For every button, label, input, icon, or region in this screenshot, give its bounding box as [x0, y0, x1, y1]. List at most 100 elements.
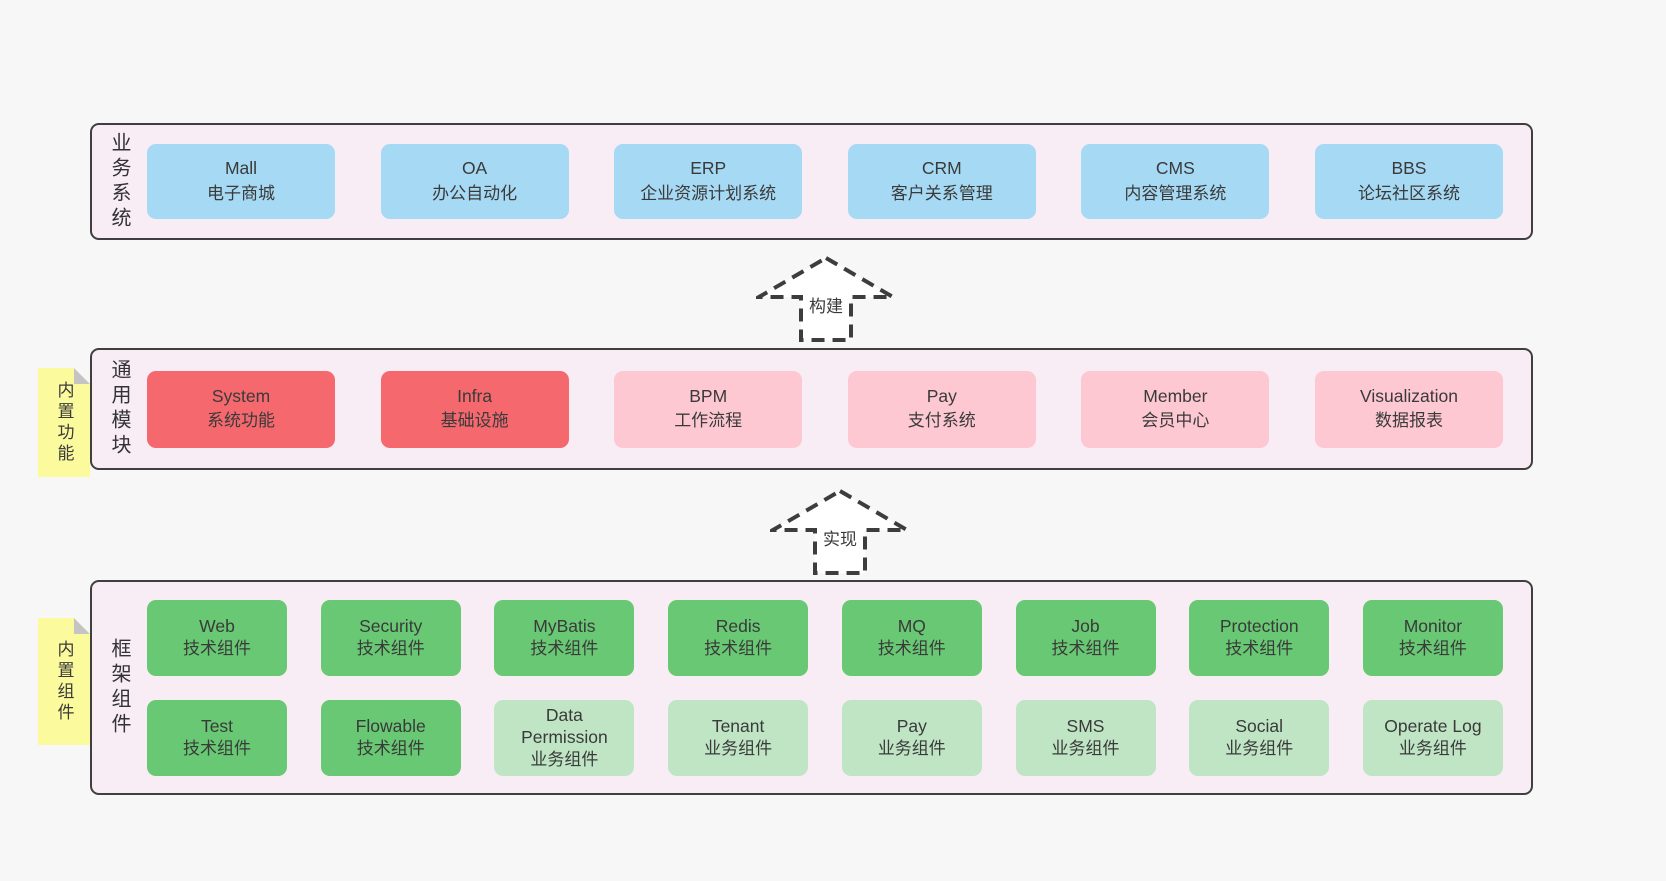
- box-bbs: BBS 论坛社区系统: [1314, 144, 1503, 219]
- box-subtitle: 数据报表: [1374, 411, 1443, 431]
- box-erp: ERP 企业资源计划系统: [614, 144, 803, 219]
- box-title: OA: [461, 158, 488, 179]
- box-title: Flowable: [355, 716, 426, 737]
- box-subtitle: 业务组件: [530, 750, 599, 770]
- box-title: Monitor: [1403, 616, 1463, 637]
- box-subtitle: 业务组件: [1398, 738, 1467, 758]
- box-subtitle: 业务组件: [1225, 738, 1294, 758]
- box-title: Member: [1143, 385, 1208, 406]
- box-title: System: [211, 385, 271, 406]
- box-title: MQ: [897, 616, 926, 637]
- box-visualization: Visualization 数据报表: [1314, 370, 1503, 448]
- box-member: Member 会员中心: [1081, 370, 1270, 448]
- box-subtitle: 会员中心: [1141, 411, 1210, 431]
- section-title-text: 业务系统: [108, 131, 130, 232]
- box-title: Web: [199, 616, 235, 637]
- box-title: Operate Log: [1384, 716, 1482, 737]
- box-system: System 系统功能: [147, 370, 335, 448]
- folded-corner-icon: [74, 618, 90, 634]
- common-modules-panel: 通用模块 System 系统功能 Infra 基础设施 BPM 工作流程 Pay 支付系统 Me…: [90, 348, 1533, 470]
- box-bpm: BPM 工作流程: [614, 370, 803, 448]
- box-title: Infra: [457, 385, 493, 406]
- box-subtitle: 业务组件: [704, 738, 773, 758]
- box-title: BBS: [1391, 158, 1427, 179]
- box-subtitle: 客户关系管理: [890, 183, 993, 203]
- arrow-label: 构建: [806, 292, 846, 317]
- box-row: System 系统功能 Infra 基础设施 BPM 工作流程 Pay 支付系统 Member 会…: [147, 370, 1503, 448]
- box-subtitle: 技术组件: [183, 638, 251, 658]
- box-infra: Infra 基础设施: [380, 370, 569, 448]
- box-crm: CRM 客户关系管理: [847, 144, 1036, 219]
- box-title: BPM: [689, 385, 728, 406]
- box-subtitle: 基础设施: [440, 411, 509, 431]
- sticky-note-builtin-features: 内置功能: [38, 368, 90, 477]
- box-subtitle: 业务组件: [877, 738, 946, 758]
- box-title: Data Permission: [521, 704, 608, 748]
- box-subtitle: 工作流程: [674, 411, 743, 431]
- note-label: 内置功能: [54, 380, 74, 465]
- section-title-text: 通用模块: [108, 359, 130, 459]
- box-subtitle: 技术组件: [356, 738, 425, 758]
- box-subtitle: 论坛社区系统: [1357, 183, 1460, 203]
- box-subtitle: 技术组件: [530, 638, 599, 658]
- box-title: Pay: [896, 716, 927, 737]
- box-title: Redis: [715, 616, 761, 637]
- note-label: 内置组件: [54, 639, 74, 724]
- box-title: Pay: [926, 385, 957, 406]
- section-title-business: 业务系统: [92, 125, 147, 238]
- box-pay: Pay 支付系统: [847, 370, 1036, 448]
- box-title: Visualization: [1360, 385, 1458, 406]
- box-subtitle: 内容管理系统: [1124, 183, 1227, 203]
- arrow-label: 实现: [820, 525, 860, 550]
- box-title: Security: [359, 616, 423, 637]
- box-subtitle: 技术组件: [1051, 638, 1120, 658]
- box-subtitle: 技术组件: [704, 638, 773, 658]
- box-subtitle: 技术组件: [356, 638, 425, 658]
- section-title-text: 框架组件: [108, 637, 130, 738]
- box-subtitle: 技术组件: [183, 738, 251, 758]
- box-subtitle: 技术组件: [1398, 638, 1467, 658]
- box-subtitle: 系统功能: [207, 411, 275, 431]
- box-subtitle: 技术组件: [877, 638, 946, 658]
- box-title: CMS: [1155, 158, 1195, 179]
- box-title: Mall: [224, 158, 258, 179]
- implement-arrow: 实现: [770, 488, 910, 576]
- box-subtitle: 支付系统: [907, 411, 976, 431]
- folded-corner-icon: [74, 368, 90, 384]
- box-subtitle: 技术组件: [1225, 638, 1294, 658]
- panel-rows: System 系统功能 Infra 基础设施 BPM 工作流程 Pay 支付系统 Member 会…: [147, 350, 1531, 468]
- box-title: MyBatis: [533, 616, 596, 637]
- box-title: Protection: [1219, 616, 1299, 637]
- box-title: CRM: [921, 158, 962, 179]
- section-title-common: 通用模块: [92, 350, 147, 468]
- box-title: ERP: [690, 158, 727, 179]
- sticky-note-builtin-components: 内置组件: [38, 618, 90, 745]
- box-title: Test: [200, 716, 234, 737]
- box-subtitle: 企业资源计划系统: [640, 183, 777, 203]
- box-title: Tenant: [711, 716, 765, 737]
